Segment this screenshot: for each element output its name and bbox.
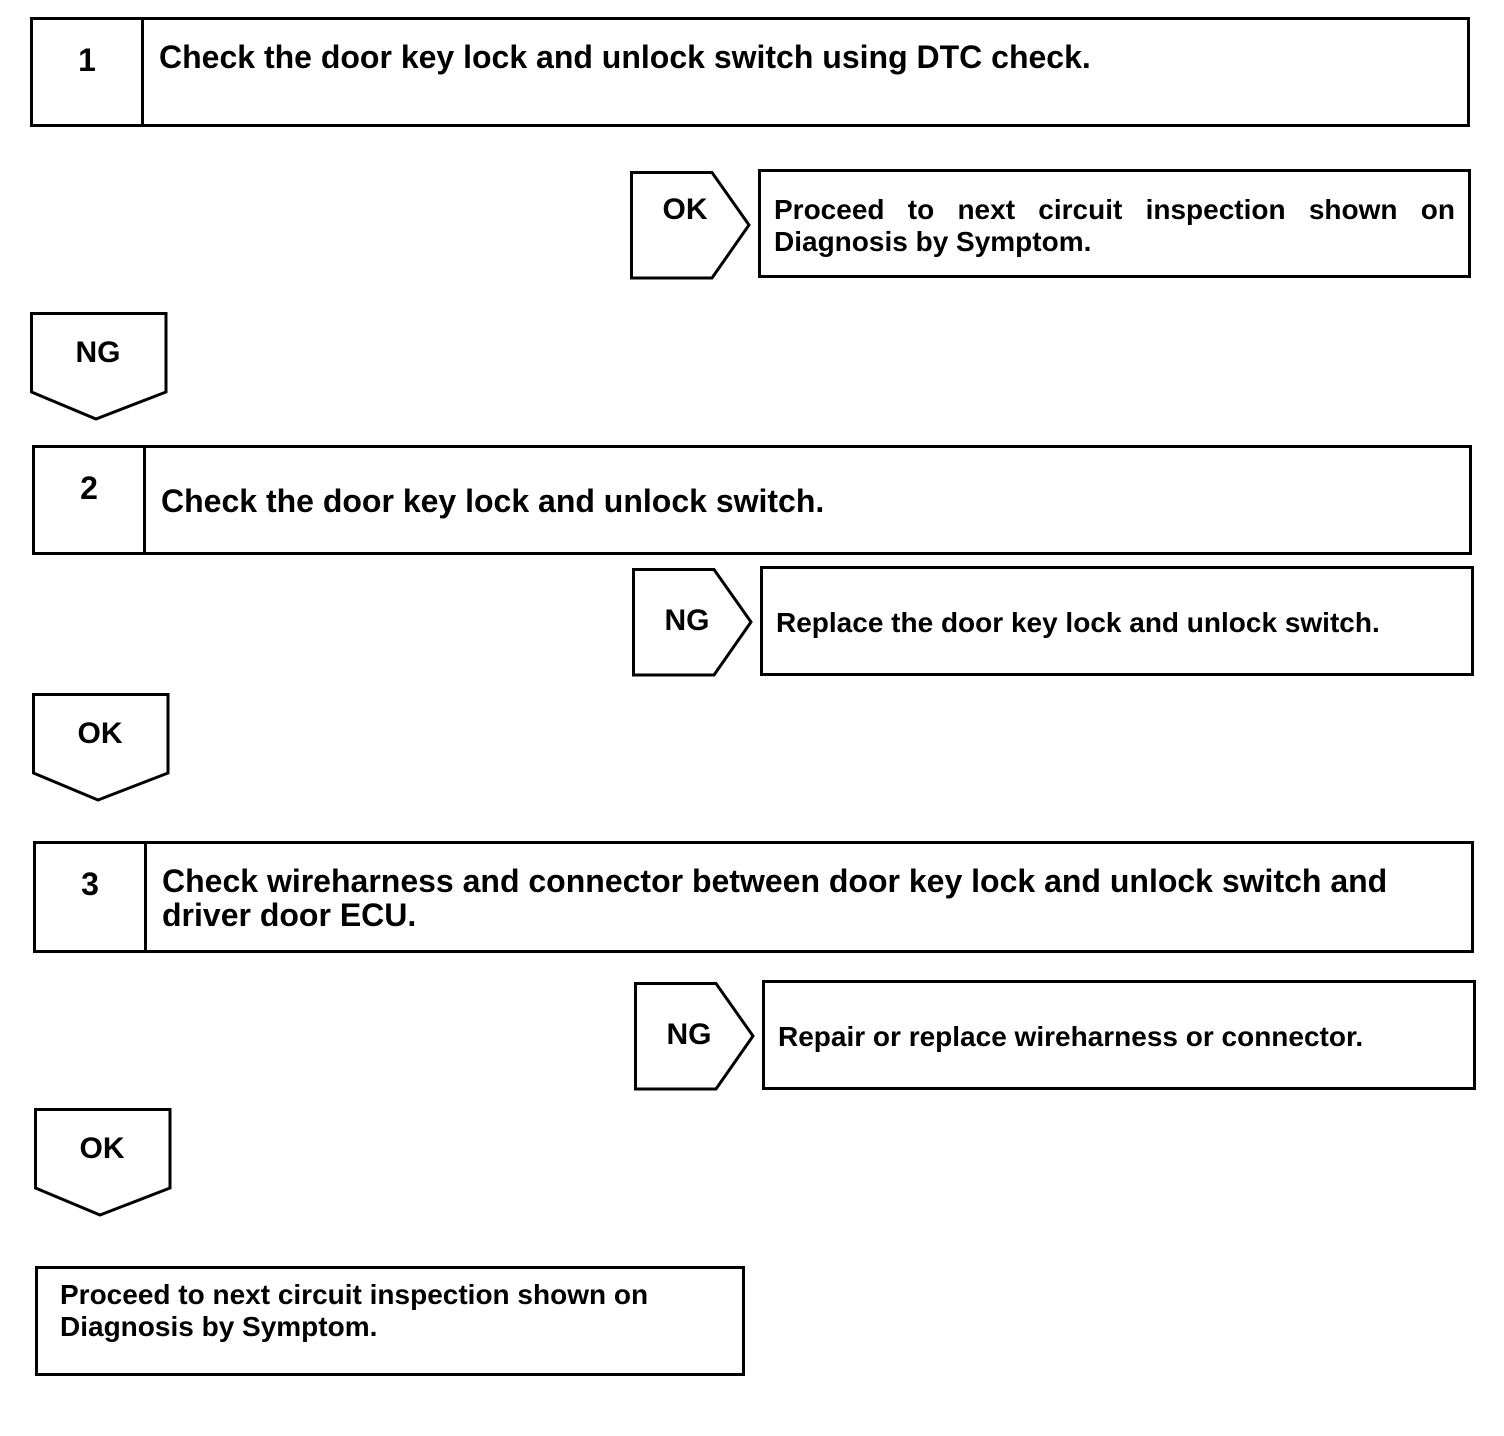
step-1-ng-label: NG — [75, 336, 121, 369]
step-3-ok-label: OK — [79, 1132, 125, 1165]
down-pentagon-arrow-icon — [32, 693, 170, 802]
step-1-ok-label: OK — [662, 193, 708, 226]
step-3-ng-result-box: Repair or replace wireharness or connect… — [762, 980, 1476, 1090]
step-3-ng-arrow: NG — [634, 982, 756, 1092]
down-pentagon-arrow-icon — [34, 1108, 172, 1217]
step-2-number: 2 — [35, 448, 146, 552]
right-pentagon-arrow-icon — [632, 568, 753, 677]
right-pentagon-arrow-icon — [634, 982, 755, 1091]
step-3-ng-label: NG — [666, 1018, 712, 1051]
down-pentagon-arrow-icon — [30, 312, 168, 421]
right-pentagon-arrow-icon — [630, 171, 751, 280]
step-1-text: Check the door key lock and unlock switc… — [159, 39, 1091, 75]
step-3-ok-down-arrow: OK — [34, 1108, 172, 1218]
final-result-box: Proceed to next circuit inspection shown… — [35, 1266, 745, 1376]
step-1-ng-down-arrow: NG — [30, 312, 168, 422]
step-3-number: 3 — [36, 844, 147, 950]
step-2-text: Check the door key lock and unlock switc… — [161, 483, 825, 519]
step-3-box: 3 Check wireharness and connector betwee… — [33, 841, 1474, 953]
step-2-ng-result-text: Replace the door key lock and unlock swi… — [776, 607, 1380, 638]
step-1-box: 1 Check the door key lock and unlock swi… — [30, 17, 1470, 127]
step-1-ok-result-text: Proceed to next circuit inspection shown… — [774, 194, 1455, 257]
step-1-ok-result-box: Proceed to next circuit inspection shown… — [758, 169, 1471, 278]
step-2-ng-arrow: NG — [632, 568, 754, 678]
step-2-box: 2 Check the door key lock and unlock swi… — [32, 445, 1472, 555]
step-2-ok-label: OK — [77, 717, 123, 750]
step-3-ng-result-text: Repair or replace wireharness or connect… — [778, 1021, 1364, 1052]
step-1-number: 1 — [33, 20, 144, 124]
step-3-text: Check wireharness and connector between … — [162, 863, 1388, 933]
final-result-text: Proceed to next circuit inspection shown… — [60, 1279, 649, 1342]
step-2-ok-down-arrow: OK — [32, 693, 170, 803]
step-2-ng-label: NG — [664, 604, 710, 637]
step-1-ok-arrow: OK — [630, 171, 752, 281]
step-2-ng-result-box: Replace the door key lock and unlock swi… — [760, 566, 1474, 676]
